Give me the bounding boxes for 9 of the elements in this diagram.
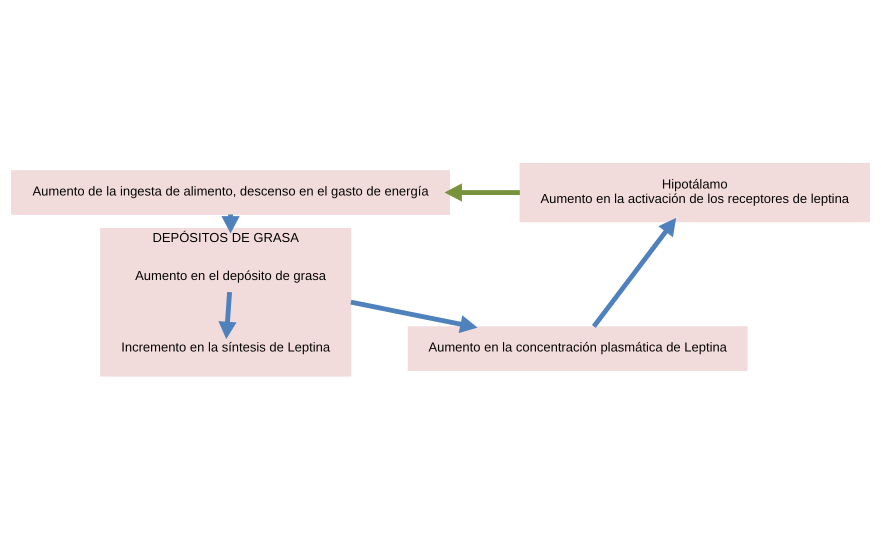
arrow bbox=[592, 218, 676, 328]
node-box: Aumento en la concentración plasmática de Leptina bbox=[408, 326, 748, 371]
node-text: Aumento en el depósito de grasa bbox=[135, 268, 326, 284]
node-box: Hipotálamo Aumento en la activación de los receptores de leptina bbox=[520, 162, 870, 222]
node-text: Incremento en la síntesis de Leptina bbox=[121, 340, 330, 355]
arrow bbox=[218, 292, 237, 340]
node-box: Aumento de la ingesta de alimento, descenso en el gasto de energía bbox=[11, 170, 450, 215]
arrow bbox=[350, 300, 478, 334]
arrow bbox=[444, 183, 520, 202]
